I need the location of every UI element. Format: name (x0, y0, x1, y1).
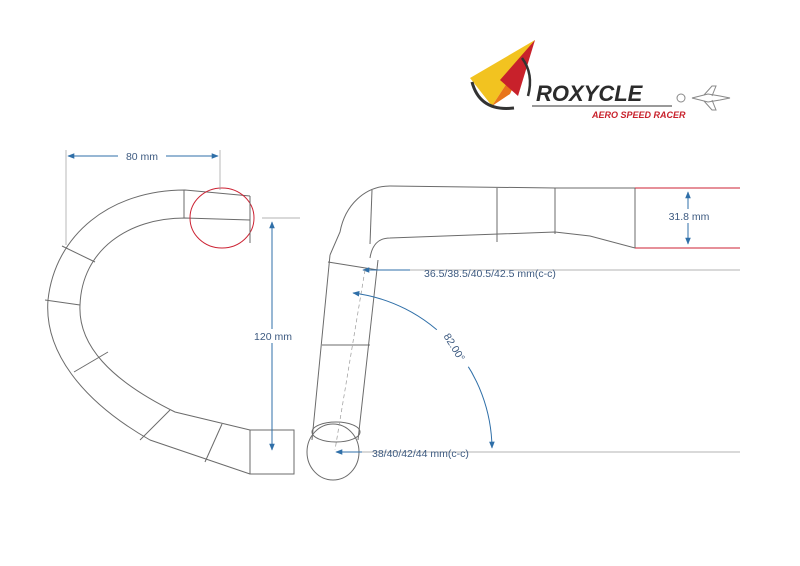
drop-tube-right (357, 259, 379, 441)
side-outer-edge (47, 189, 251, 475)
bottom-width-dimension: 38/40/42/44 mm(c-c) (335, 448, 740, 460)
top-width-label: 36.5/38.5/40.5/42.5 mm(c-c) (424, 268, 556, 280)
clamp-circle (189, 187, 255, 249)
brand-logo: ROXYCLE AERO SPEED RACER (470, 40, 731, 120)
clamp-label: 31.8 mm (669, 211, 710, 223)
reach-dimension: 80 mm (65, 148, 221, 245)
front-view (306, 185, 740, 481)
clamp-dimension: 31.8 mm (662, 191, 716, 245)
front-top-edge (329, 185, 740, 256)
drop-tube-left (311, 254, 331, 441)
drop-dimension: 120 mm (246, 217, 300, 451)
reach-label: 80 mm (126, 151, 158, 163)
side-view (44, 187, 295, 475)
bubble-icon (676, 93, 686, 103)
brand-tagline: AERO SPEED RACER (591, 110, 686, 120)
brand-name: ROXYCLE (536, 81, 644, 106)
logo-emblem-icon (470, 40, 535, 110)
top-width-dimension: 36.5/38.5/40.5/42.5 mm(c-c) (362, 267, 740, 280)
angle-dimension: 82.00° (334, 269, 495, 451)
drop-label: 120 mm (254, 331, 292, 343)
jet-icon (691, 85, 731, 111)
side-inner-edge (79, 217, 251, 431)
bottom-width-label: 38/40/42/44 mm(c-c) (372, 448, 469, 460)
front-bottom-edge (369, 231, 740, 259)
